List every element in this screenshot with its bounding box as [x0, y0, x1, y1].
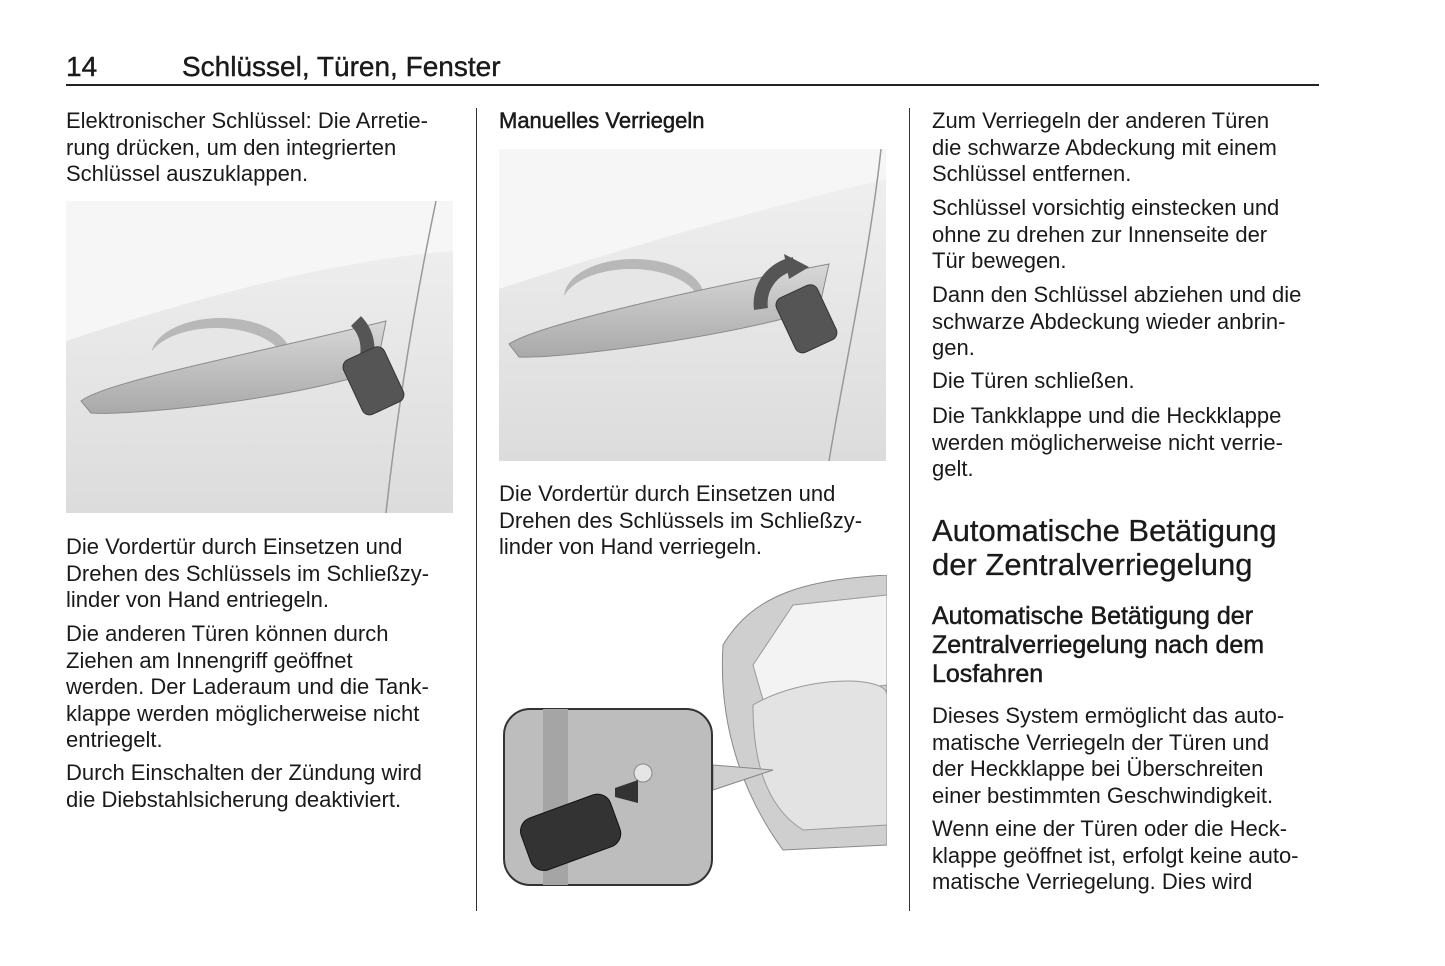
door-handle-unlock-illustration [66, 201, 453, 513]
text-line: Wenn eine der Türen oder die Heck- [932, 816, 1288, 841]
text-line: gelt. [932, 456, 974, 481]
text-line: Ziehen am Innengriff geöffnet [66, 647, 353, 673]
text-line: werden. Der Laderaum und die Tank- [66, 674, 429, 699]
column-divider [476, 108, 478, 911]
page-number: 14 [66, 51, 98, 82]
text-line: linder von Hand verriegeln. [499, 534, 762, 559]
text-line: Die Vordertür durch Einsetzen und [499, 481, 836, 506]
chapter-title: Schlüssel, Türen, Fenster [182, 51, 501, 82]
header-rule [66, 84, 1319, 86]
text-line: Dieses System ermöglicht das auto- [932, 703, 1285, 728]
text-line: klappe werden möglicherweise nicht [66, 700, 420, 726]
text-line: Durch Einschalten der Zündung wird [66, 760, 422, 785]
door-handle-lock-illustration [499, 149, 886, 461]
paragraph: Die Türen schließen. [932, 368, 1327, 395]
text-line: Die Vordertür durch Einsetzen und [66, 534, 403, 559]
text-line: klappe geöffnet ist, erfolgt keine auto- [932, 842, 1299, 868]
paragraph: Elektronischer Schlüssel: Die Arretie-ru… [66, 108, 461, 188]
text-line: einer bestimmten Geschwindigkeit. [932, 782, 1274, 808]
paragraph: Wenn eine der Türen oder die Heck-klappe… [932, 816, 1327, 896]
text-line: Losfahren [932, 660, 1044, 689]
text-line: Die anderen Türen können durch [66, 621, 389, 646]
text-line: Schlüssel vorsichtig einstecken und [932, 195, 1280, 220]
paragraph: Dieses System ermöglicht das auto-matisc… [932, 703, 1327, 809]
text-line: Elektronischer Schlüssel: Die Arretie- [66, 108, 428, 133]
text-line: Zentralverriegelung nach dem [932, 631, 1265, 660]
text-line: die schwarze Abdeckung mit einem [932, 134, 1277, 160]
text-line: Die Tankklappe und die Heckklappe [932, 403, 1282, 428]
text-line: Automatische Betätigung [932, 513, 1277, 548]
text-line: Schlüssel entfernen. [932, 161, 1132, 186]
text-line: Drehen des Schlüssels im Schließzy- [499, 507, 863, 533]
text-line: der Zentralverriegelung [932, 547, 1253, 582]
text-line: ohne zu drehen zur Innenseite der [932, 221, 1268, 247]
column-divider [909, 108, 911, 911]
text-line: Automatische Betätigung der [932, 602, 1254, 631]
text-line: werden möglicherweise nicht verrie- [932, 429, 1283, 455]
text-line: rung drücken, um den integrierten [66, 134, 397, 160]
text-line: Tür bewegen. [932, 248, 1067, 273]
text-line: linder von Hand entriegeln. [66, 587, 329, 612]
text-line: matische Verriegeln der Türen und [932, 729, 1270, 755]
text-line: entriegelt. [66, 727, 163, 752]
section-heading: Manuelles Verriegeln [499, 108, 705, 133]
text-line: Dann den Schlüssel abziehen und die [932, 282, 1302, 307]
text-line: gen. [932, 335, 975, 360]
text-line: Drehen des Schlüssels im Schließzy- [66, 560, 430, 586]
text-line: Die Türen schließen. [932, 368, 1135, 393]
rear-door-lock-cylinder-illustration [503, 575, 887, 887]
text-line: schwarze Abdeckung wieder anbrin- [932, 308, 1286, 334]
text-line: der Heckklappe bei Überschreiten [932, 756, 1264, 781]
text-line: die Diebstahlsicherung deaktiviert. [66, 786, 402, 812]
text-line: matische Verriegelung. Dies wird [932, 869, 1253, 894]
text-line: Schlüssel auszuklappen. [66, 161, 309, 186]
text-line: Zum Verriegeln der anderen Türen [932, 108, 1270, 133]
